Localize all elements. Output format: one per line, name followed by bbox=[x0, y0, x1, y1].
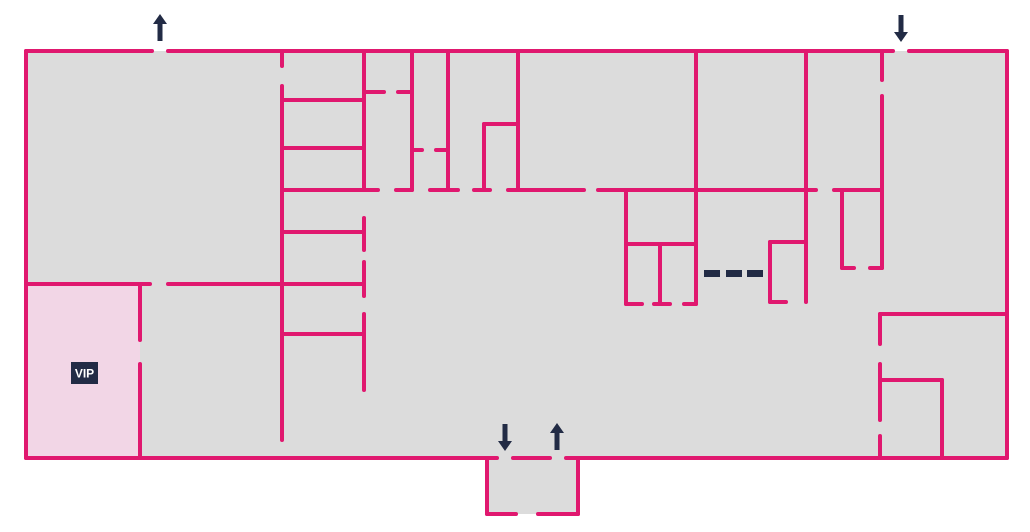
bottom-entry-arrow bbox=[498, 424, 512, 451]
vip-badge: VIP bbox=[71, 362, 98, 384]
top-left-exit-arrow bbox=[153, 14, 167, 41]
small-rooms-left bbox=[282, 49, 380, 392]
dashed-divider bbox=[704, 270, 763, 277]
vip-label: VIP bbox=[75, 367, 94, 381]
top-middle-rooms bbox=[364, 49, 884, 192]
right-block-walls bbox=[840, 49, 1009, 460]
central-rooms bbox=[624, 188, 808, 306]
outer-walls bbox=[24, 49, 1009, 516]
bottom-exit-arrow bbox=[550, 423, 564, 450]
left-block-walls bbox=[24, 49, 284, 460]
lobby-floor bbox=[487, 458, 578, 514]
top-right-entry-arrow bbox=[894, 15, 908, 42]
